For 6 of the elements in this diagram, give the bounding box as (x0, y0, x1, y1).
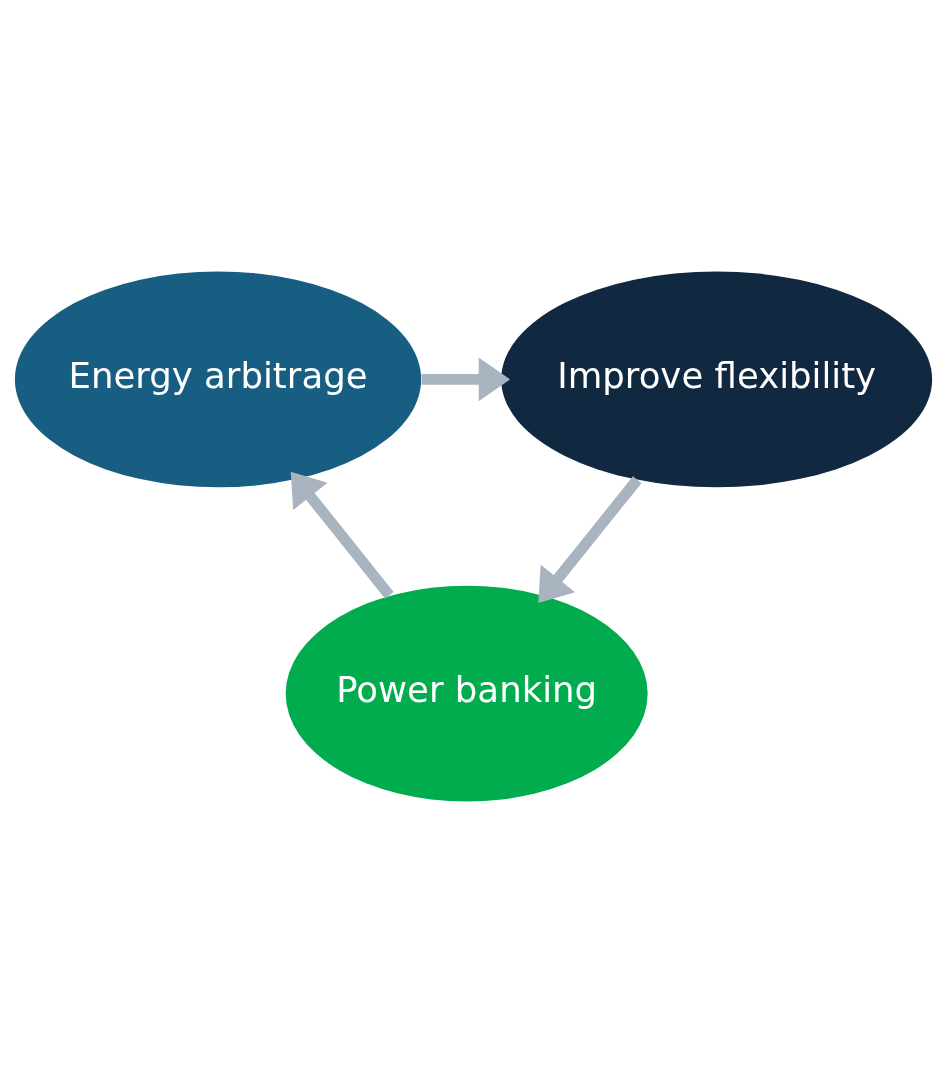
node-ellipse: Energy arbitrage (14, 270, 421, 487)
node-ellipse: Improve flexibility (500, 270, 932, 487)
arrow (537, 475, 641, 603)
node-ellipse: Power banking (285, 585, 648, 802)
arrow (421, 356, 510, 401)
arrow (290, 471, 394, 599)
